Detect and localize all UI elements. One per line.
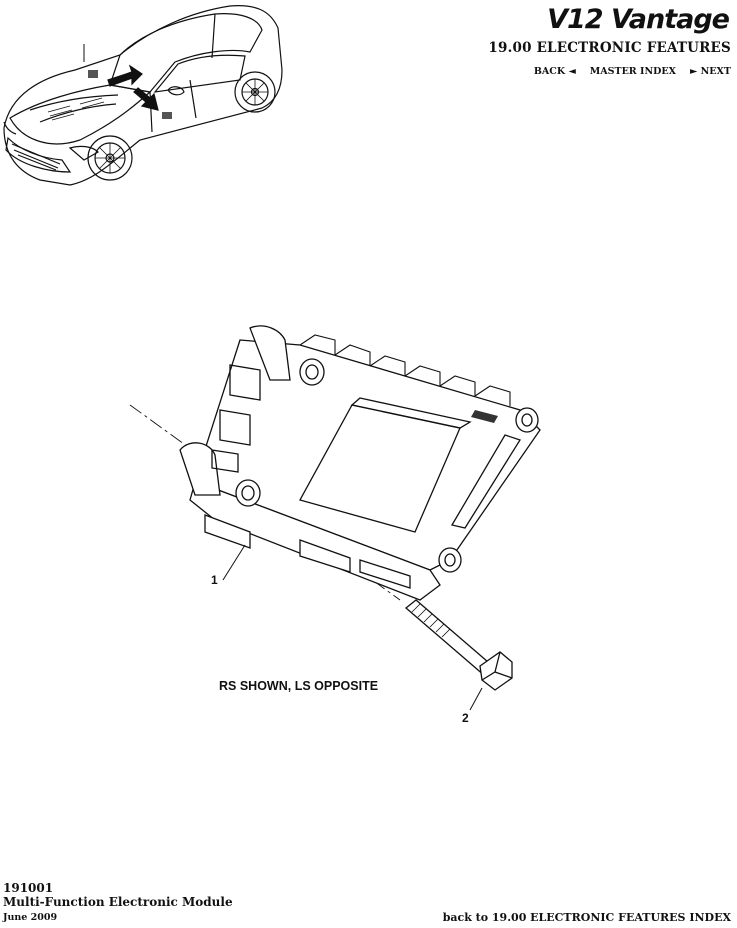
vehicle-location-illustration	[3, 5, 283, 186]
triangle-right-icon: ►	[690, 66, 698, 77]
triangle-left-icon: ◄	[568, 66, 576, 77]
back-to-index-link[interactable]: back to 19.00 ELECTRONIC FEATURES INDEX	[442, 911, 731, 924]
callout-1: 1	[211, 573, 218, 587]
module-exploded-view	[129, 325, 541, 711]
brand-logo-text: V12 Vantage	[547, 4, 730, 35]
document-title: Multi-Function Electronic Module	[3, 895, 233, 909]
section-title: 19.00 ELECTRONIC FEATURES	[488, 40, 731, 56]
callout-2: 2	[462, 711, 469, 725]
back-link[interactable]: BACK ◄	[534, 66, 576, 77]
back-link-label: BACK	[533, 66, 566, 77]
nav-bar: BACK ◄ MASTER INDEX ► NEXT	[534, 66, 731, 77]
mounting-bolt	[404, 599, 513, 691]
master-index-link[interactable]: MASTER INDEX	[589, 66, 676, 77]
next-link[interactable]: ► NEXT	[690, 66, 731, 77]
brand-logo: V12 Vantage	[547, 4, 731, 35]
diagram-note: RS SHOWN, LS OPPOSITE	[219, 679, 379, 693]
document-date: June 2009	[3, 912, 58, 923]
next-link-label: NEXT	[700, 66, 731, 77]
document-code: 191001	[3, 881, 54, 895]
